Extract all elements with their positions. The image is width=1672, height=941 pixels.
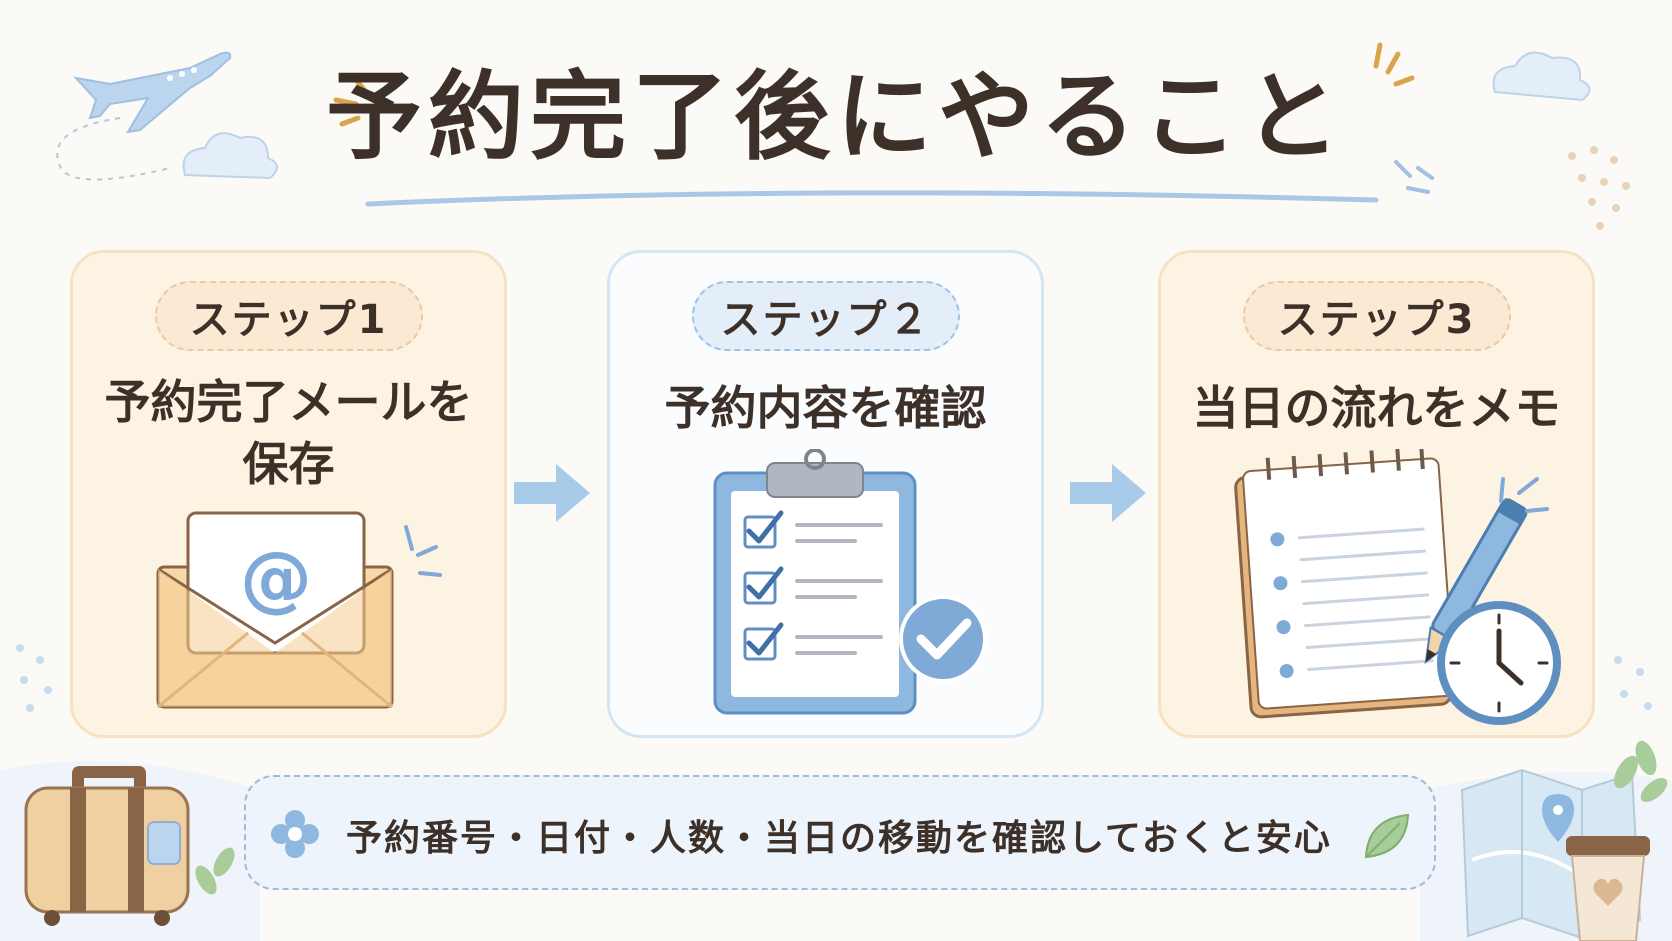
- flower-icon: [271, 810, 319, 858]
- step-heading-1-line2: 保存: [242, 437, 335, 491]
- step-heading-1: 予約完了メールを 保存: [83, 371, 494, 495]
- tip-note: 予約番号・日付・人数・当日の移動を確認しておくと安心: [244, 775, 1436, 890]
- page-title: 予約完了後にやること: [326, 61, 1346, 173]
- checklist-clipboard-icon: [713, 449, 987, 715]
- step-heading-1-line1: 予約完了メールを: [104, 375, 473, 429]
- mail-at-icon: @: [156, 511, 442, 709]
- step-label-2: ステップ２: [691, 281, 960, 351]
- arrow-right-icon: [514, 464, 590, 522]
- airplane-icon: [73, 51, 232, 134]
- step-label-1: ステップ1: [154, 281, 423, 351]
- svg-text:@: @: [240, 536, 312, 620]
- step-heading-2-line1: 予約内容を確認: [664, 381, 987, 435]
- cloud-icon: [182, 51, 1591, 180]
- step-card-2: ステップ２ 予約内容を確認: [607, 250, 1044, 738]
- leaf-icon: [195, 847, 235, 895]
- step-heading-3: 当日の流れをメモ: [1171, 377, 1582, 439]
- step-card-3: ステップ3 当日の流れをメモ: [1158, 250, 1595, 738]
- step-heading-3-line1: 当日の流れをメモ: [1192, 381, 1561, 435]
- step-label-3: ステップ3: [1242, 281, 1511, 351]
- notebook-pen-clock-icon: [1234, 449, 1561, 725]
- leaf-icon: [1364, 813, 1410, 859]
- coffee-cup-icon: [1566, 836, 1650, 941]
- step-card-1: ステップ1 予約完了メールを 保存 @: [70, 250, 507, 738]
- suitcase-icon: [24, 766, 190, 926]
- tip-text: 予約番号・日付・人数・当日の移動を確認しておくと安心: [346, 817, 1332, 859]
- step-heading-2: 予約内容を確認: [620, 377, 1031, 439]
- arrow-right-icon: [1070, 464, 1146, 522]
